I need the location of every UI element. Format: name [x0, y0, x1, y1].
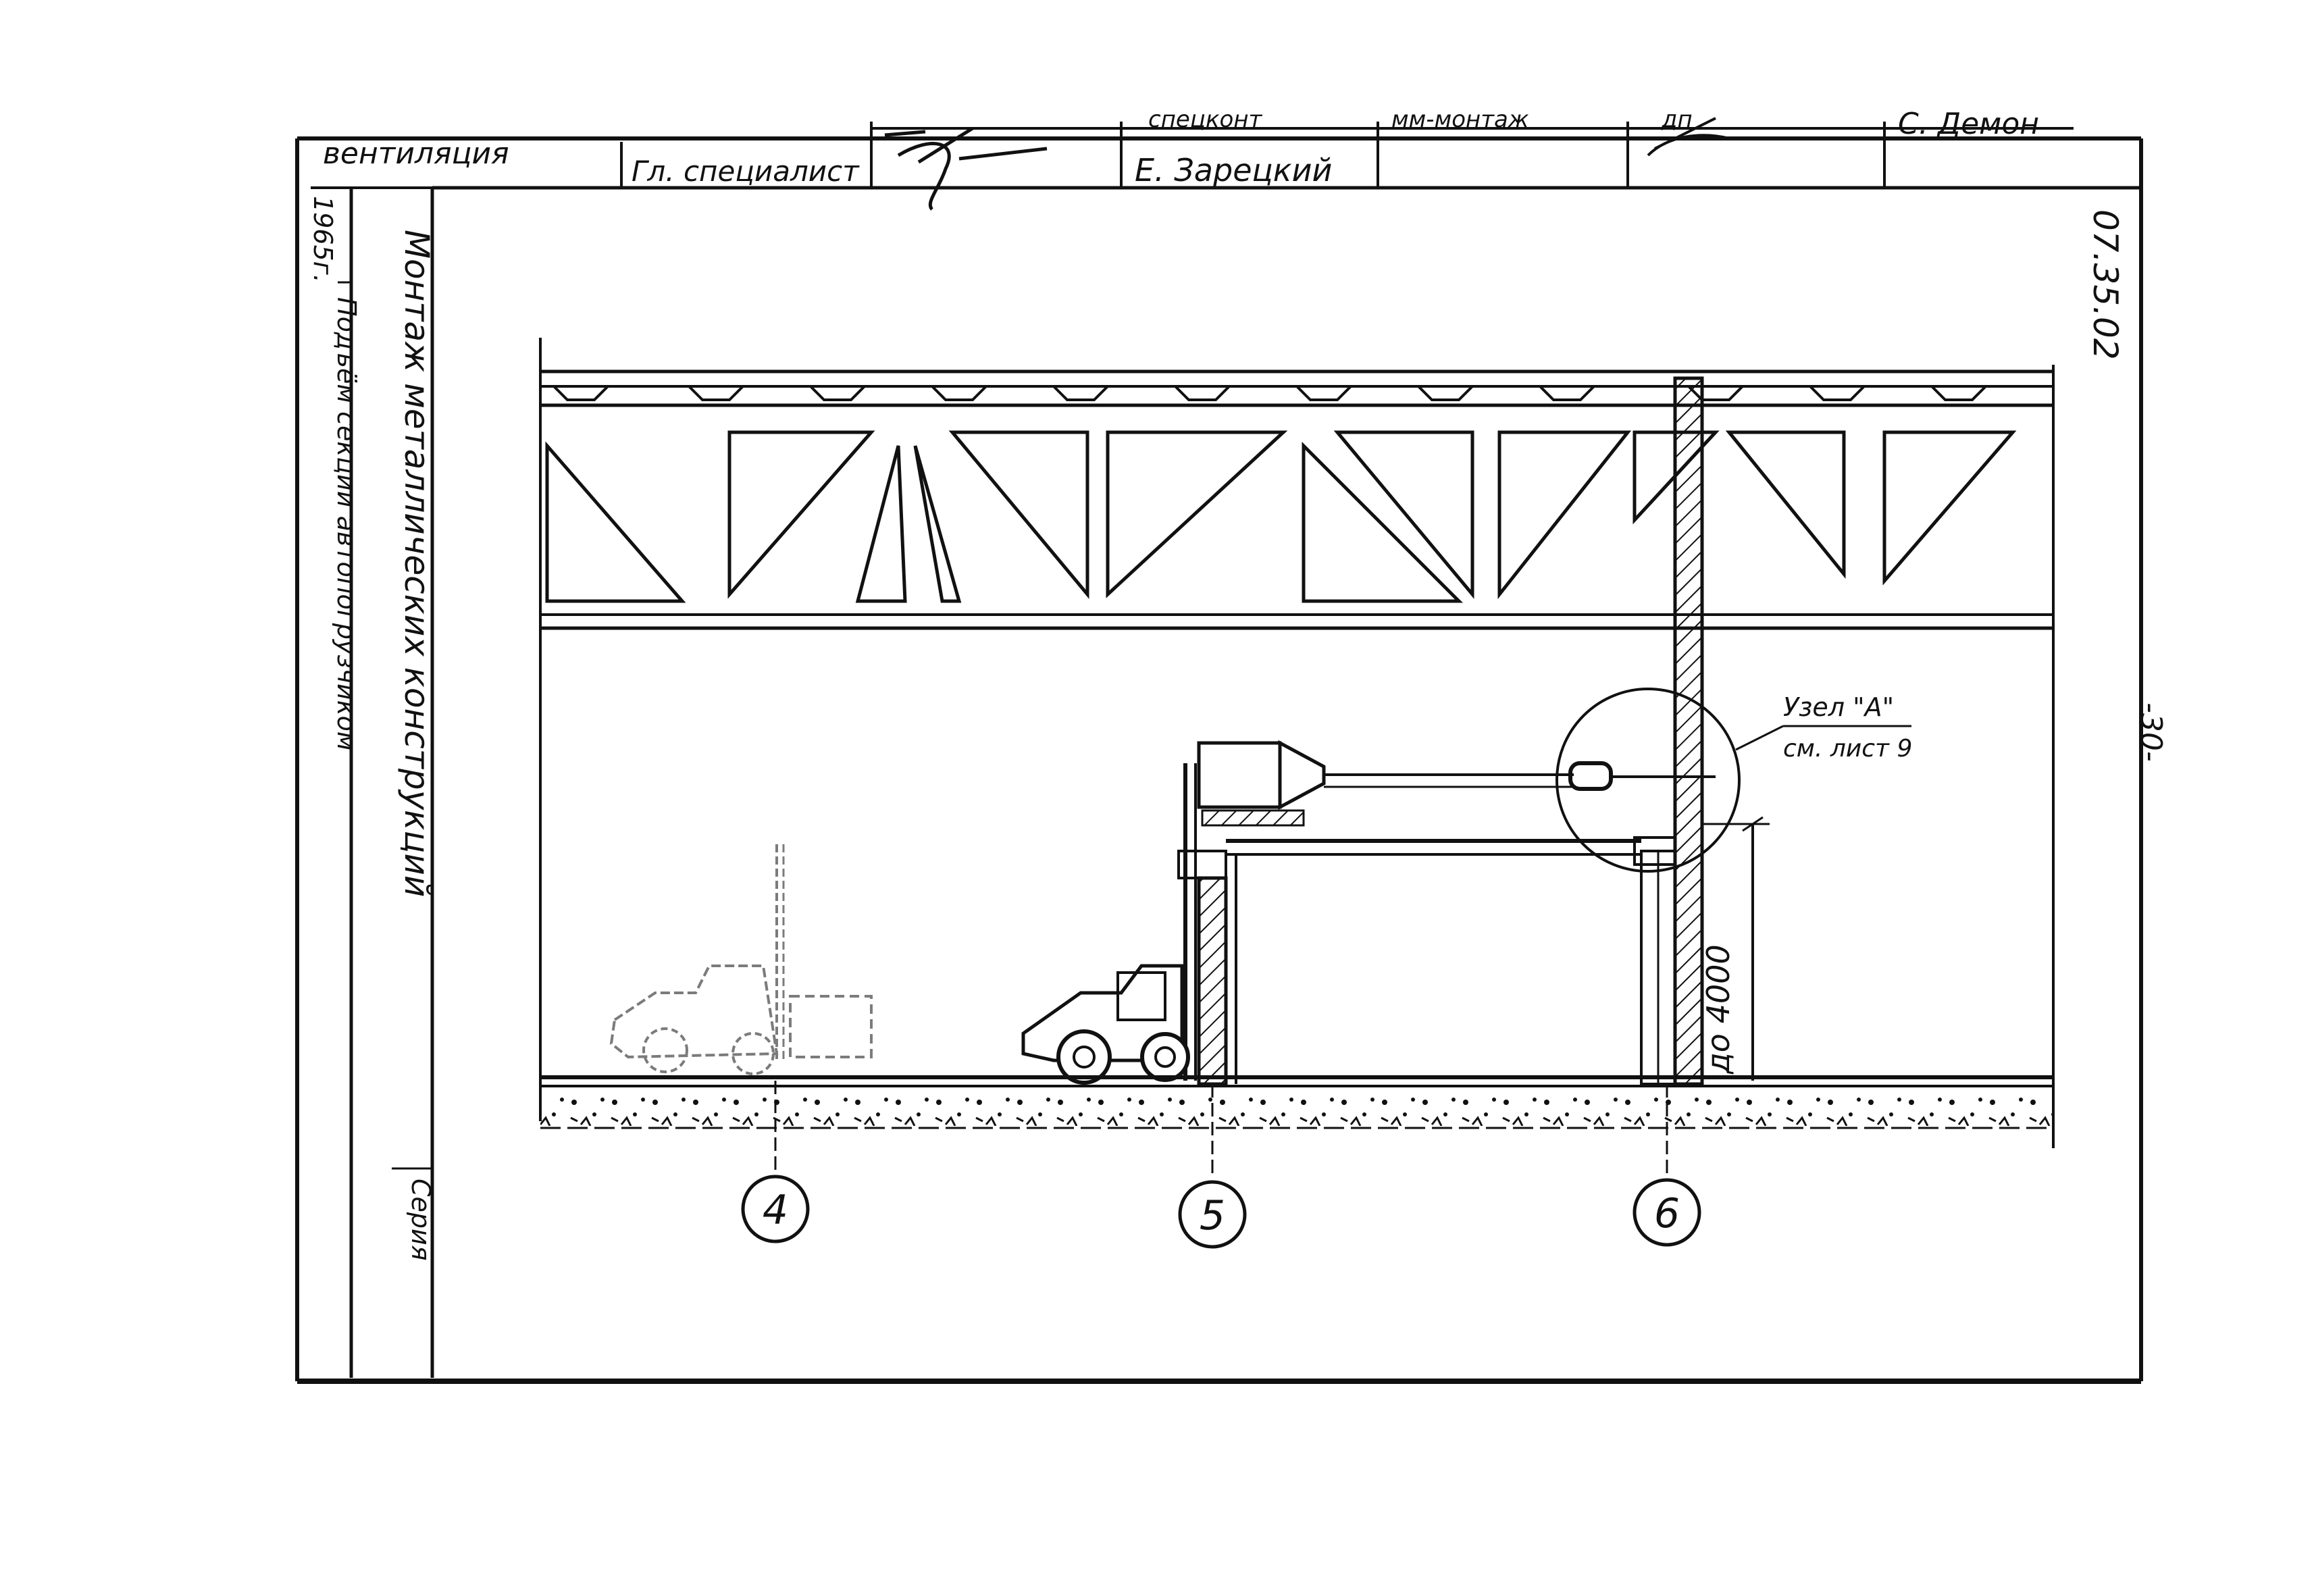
top-cut-text-2: дп [1661, 106, 1693, 133]
column-axis-5 [1177, 839, 1643, 1086]
axis-label-6: 6 [1654, 1190, 1680, 1237]
air-conditioner-unit [1197, 740, 1716, 827]
section-label: вентиляция [323, 136, 509, 171]
top-cut-text-3: мм-монтаж [1391, 106, 1529, 133]
floor-section [540, 1075, 2053, 1129]
height-value: до 4000 [1700, 944, 1737, 1075]
document-code: 07.35.02 [2086, 209, 2125, 360]
page-number: -30- [2134, 702, 2168, 762]
engineer-name: Е. Зарецкий [1135, 152, 1332, 188]
forklift-approaching [609, 844, 873, 1075]
side-panel: Монтаж металлических конструкций Подъём … [308, 188, 436, 1378]
forklift-lifting [1021, 763, 1197, 1085]
sheet-frame [295, 136, 2143, 1384]
chief-name: С. Демон [1898, 107, 2039, 141]
side-title: Монтаж металлических конструкций [397, 230, 436, 897]
roof-truss [539, 338, 2055, 1148]
side-series: Серия [406, 1179, 436, 1261]
height-dimension: до 4000 [1700, 816, 1770, 1081]
axis-label-4: 4 [763, 1187, 788, 1234]
detail-circle-a: Узел "А" см. лист 9 [1555, 688, 1912, 873]
column-axis-6 [1633, 376, 1704, 1086]
title-block: вентиляция Гл. специалист Е. Зарецкий С.… [323, 106, 2074, 211]
side-subtitle: Подъём секции автопогрузчиком [332, 297, 361, 751]
role-label: Гл. специалист [632, 155, 860, 188]
node-label: Узел "А" [1783, 692, 1894, 722]
axis-label-5: 5 [1200, 1192, 1225, 1239]
signature-mark [884, 126, 1048, 211]
top-cut-text-1: спецконт [1148, 106, 1263, 133]
node-reference: см. лист 9 [1783, 735, 1912, 763]
signature-mark-2 [1647, 117, 1730, 157]
axis-markers: 4 5 6 [741, 1081, 1701, 1249]
side-year: 1965г. [308, 196, 338, 283]
